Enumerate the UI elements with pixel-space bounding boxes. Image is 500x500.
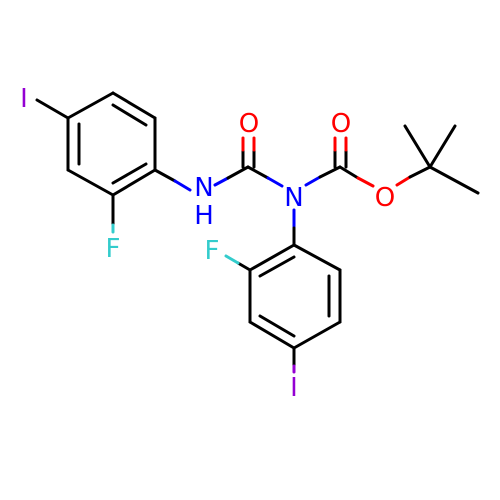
- atom-label-oxygen-carbonyl: O: [331, 109, 351, 139]
- n-to-boc-bond: [318, 165, 342, 179]
- urea-to-n-bond-color: [266, 176, 284, 188]
- carbon-fluorine-bond-bottom-color: [224, 254, 240, 265]
- ring-to-nh-bond-color: [173, 179, 192, 192]
- carbon-fluorine-bond-bottom: [236, 261, 252, 272]
- ester-o-to-tbu-bond-color: [395, 175, 412, 187]
- nh-to-urea-bond: [226, 165, 250, 180]
- bottom-aryl-ring: [248, 243, 342, 350]
- atom-label-iodine-bottom: I: [290, 373, 298, 403]
- n-to-boc-bond-color: [304, 175, 322, 187]
- tbu-methyl-bond: [428, 124, 457, 169]
- bond: [66, 91, 115, 120]
- bond: [66, 168, 115, 197]
- carbon-iodine-bond: [35, 98, 70, 120]
- double-bond-inner: [258, 255, 296, 278]
- bond: [248, 243, 296, 272]
- boc-to-ester-o-bond-color: [356, 176, 375, 188]
- nh-to-urea-bond-color: [213, 176, 230, 187]
- bond: [111, 168, 157, 197]
- double-bond-inner: [258, 314, 296, 338]
- urea-to-n-bond: [246, 165, 270, 180]
- bond: [248, 320, 296, 350]
- top-aryl-ring: [66, 91, 157, 197]
- atom-label-oxygen-ester: O: [375, 183, 395, 213]
- bond: [292, 243, 342, 272]
- boc-to-ester-o-bond: [338, 165, 360, 180]
- bond: [292, 320, 342, 350]
- atom-label-nitrogen: N: [194, 173, 213, 203]
- atom-label-nitrogen-center: N: [284, 183, 303, 213]
- ester-o-to-tbu-bond: [408, 165, 432, 179]
- bond: [111, 91, 157, 120]
- atom-label-fluorine: F: [106, 234, 121, 264]
- double-bond-inner: [111, 103, 148, 127]
- double-bond-inner: [111, 162, 148, 185]
- tbu-methyl-bond: [428, 165, 480, 195]
- ring-to-nh-bond: [153, 168, 177, 183]
- atom-label-hydrogen: H: [194, 201, 214, 231]
- atom-label-oxygen: O: [239, 109, 259, 139]
- atom-label-fluorine-bottom: F: [205, 236, 220, 266]
- tbu-methyl-bond: [403, 124, 432, 169]
- atom-label-iodine: I: [20, 84, 28, 114]
